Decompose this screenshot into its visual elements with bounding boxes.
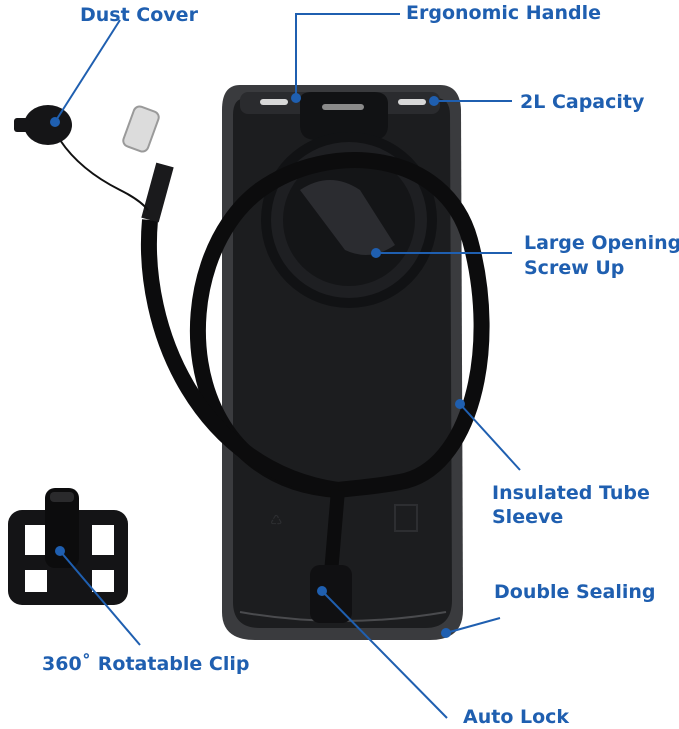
double-sealing-label: Double Sealing — [494, 581, 656, 603]
insulated-tube-label-line1: Insulated Tube — [492, 482, 650, 504]
auto-lock-label: Auto Lock — [463, 706, 570, 728]
bladder: ♺ — [222, 85, 463, 640]
large-opening-label-line2: Screw Up — [524, 257, 625, 279]
dust-cover-cap — [24, 105, 72, 145]
insulated-tube-sleeve — [141, 219, 340, 498]
insulated-tube-loop — [189, 152, 490, 498]
capacity-label: 2L Capacity — [520, 91, 645, 113]
rotatable-clip — [8, 488, 128, 605]
recycle-mark — [394, 504, 418, 532]
bite-valve — [122, 105, 160, 153]
ergonomic-handle-label: Ergonomic Handle — [406, 2, 602, 24]
large-opening-label-line1: Large Opening — [524, 232, 679, 254]
insulated-tube-label-line2: Sleeve — [492, 506, 564, 528]
dust-cover-label: Dust Cover — [80, 4, 198, 26]
auto-lock-connector — [310, 565, 352, 623]
dust-cover-strap — [59, 139, 149, 211]
callout-dots — [50, 93, 465, 638]
svg-text:♺: ♺ — [270, 513, 283, 529]
rotatable-clip-label: 360˚ Rotatable Clip — [42, 653, 250, 675]
ergonomic-handle — [300, 92, 388, 140]
bite-valve-shaft — [141, 162, 174, 223]
slot-left — [260, 99, 288, 105]
callout-lines — [54, 13, 521, 719]
cap-grip — [300, 180, 395, 255]
slot-right — [398, 99, 426, 105]
